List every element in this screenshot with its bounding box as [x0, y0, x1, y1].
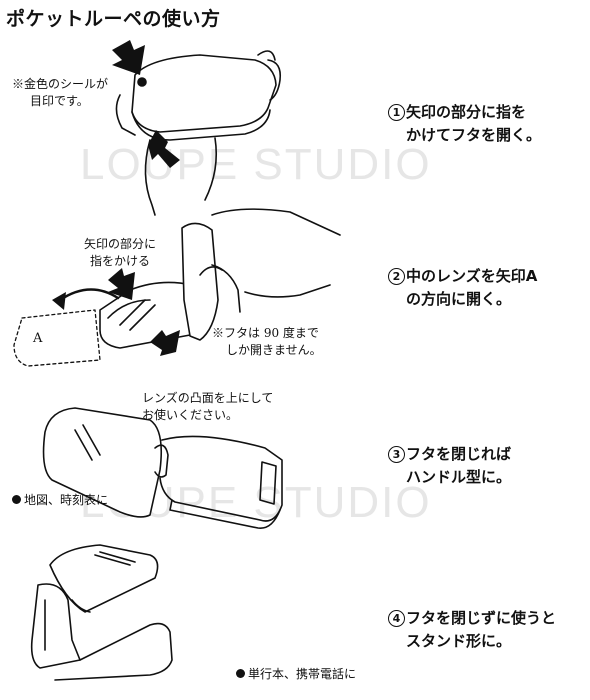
bullet-icon	[236, 669, 245, 678]
step-number: 4	[388, 610, 405, 627]
page-title: ポケットルーペの使い方	[6, 8, 221, 30]
opening-loupe-illustration	[13, 208, 341, 367]
bullet-icon	[12, 495, 21, 504]
stand-type-illustration	[30, 544, 173, 681]
label-a: A	[33, 331, 43, 346]
map-use-note: 地図、時刻表に	[12, 491, 108, 508]
seal-note: ※金色のシールが 目印です。	[12, 77, 109, 108]
handle-type-illustration	[42, 407, 283, 529]
book-use-note: 単行本、携帯電話に	[236, 665, 356, 682]
step-number: 1	[388, 104, 405, 121]
watermark: LOUPE STUDIO	[80, 140, 432, 189]
lid-limit-note: ※フタは 90 度まで しか開きません。	[212, 326, 322, 357]
step-number: 3	[388, 446, 405, 463]
finger-note: 矢印の部分に 指をかける	[84, 237, 157, 268]
convex-note: レンズの凸面を上にして お使いください。	[142, 391, 274, 422]
step-number: 2	[388, 268, 405, 285]
closed-loupe-illustration	[115, 50, 282, 216]
